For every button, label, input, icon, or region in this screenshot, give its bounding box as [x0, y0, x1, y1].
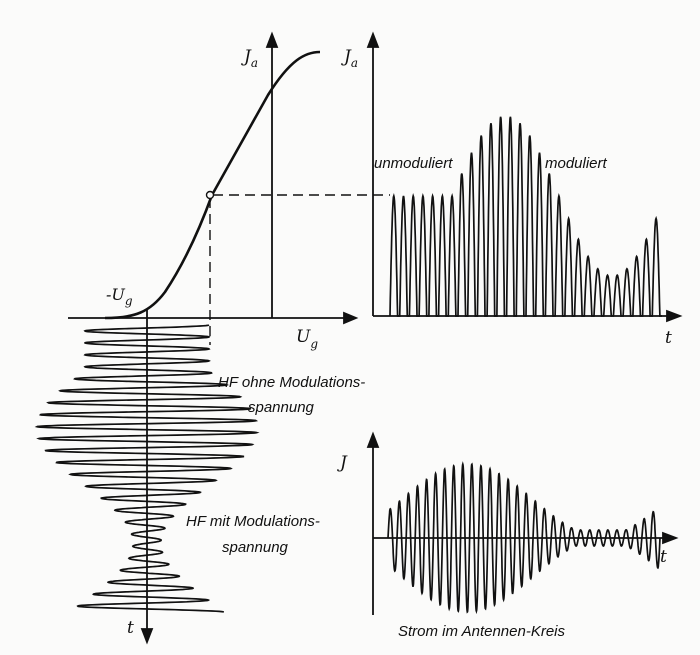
anode-current-wave [389, 116, 662, 317]
tube-neg-ug-label: -Ug [106, 285, 133, 308]
anode-ia-arrow [366, 31, 380, 48]
operating-point [205, 190, 215, 200]
antenna-t-label: t [660, 547, 667, 567]
anode-t-arrow [666, 309, 683, 323]
tube-ia-arrow [265, 31, 279, 48]
antenna-caption: Strom im Antennen-Kreis [398, 623, 566, 640]
tube-ug-label: Ug [296, 327, 318, 351]
anode-t-label: t [665, 328, 672, 348]
antenna-t-arrow [662, 531, 679, 545]
antenna-current-wave [387, 461, 661, 615]
tube-ia-label: Ja [241, 47, 258, 70]
tube-characteristic-curve [104, 50, 321, 320]
antenna-i-label: J [337, 453, 348, 473]
tube-ug-arrow [343, 311, 359, 325]
hf-with-modulation-label: HF mit Modulations- [186, 513, 320, 530]
hf-with-modulation-label-2: spannung [222, 539, 289, 556]
anode-ia-label: Ja [341, 47, 358, 70]
hf-without-modulation-label: HF ohne Modulations- [218, 374, 365, 391]
tube-time-arrow [140, 628, 154, 645]
antenna-i-arrow [366, 431, 380, 448]
hf-without-modulation-label-2: spannung [248, 399, 315, 416]
modulated-label: moduliert [545, 155, 608, 172]
tube-time-label: t [127, 618, 134, 638]
hf-input-wave [34, 324, 260, 613]
unmodulated-label: unmoduliert [374, 155, 453, 172]
